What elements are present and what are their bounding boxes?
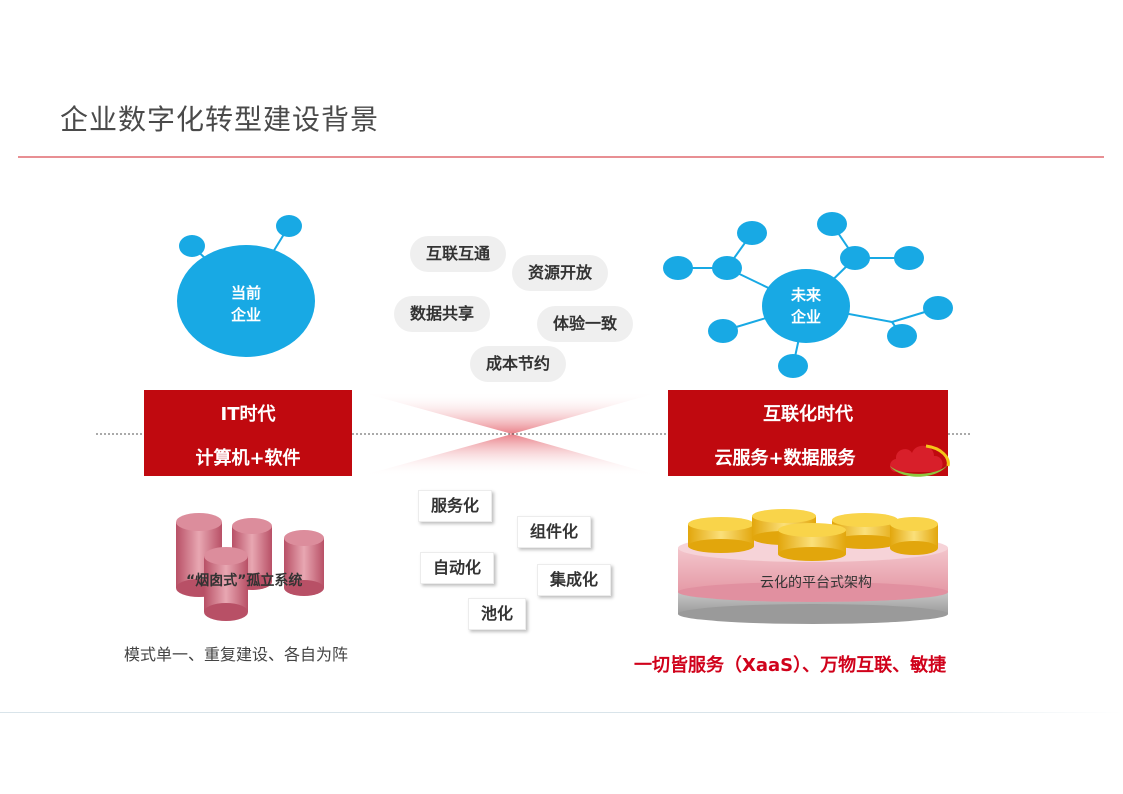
left-databases	[176, 513, 324, 621]
right-hub-line2: 企业	[790, 308, 821, 326]
right-hub-label: 未来 企业	[770, 284, 842, 328]
left-hub-line2: 企业	[230, 306, 261, 324]
right-era-subtitle: 云服务+数据服务	[714, 448, 856, 469]
title-divider	[18, 156, 1104, 158]
page-title: 企业数字化转型建设背景	[60, 103, 380, 136]
chimney-systems-label: “烟囱式”孤立系统	[186, 573, 303, 589]
hourglass-bottom	[360, 434, 660, 476]
right-era-title: 互联化时代	[763, 404, 853, 425]
capability-tag-1: 服务化	[418, 490, 493, 522]
capability-tag-3: 自动化	[420, 552, 495, 584]
footer-divider	[0, 712, 1123, 713]
left-network	[177, 215, 315, 357]
cloud-platform-label: 云化的平台式架构	[760, 575, 872, 591]
benefit-bubble-4: 体验一致	[537, 306, 634, 342]
platform-cylinders	[688, 509, 938, 561]
benefit-bubble-1: 互联互通	[410, 236, 507, 272]
db-cylinder-4	[204, 547, 248, 621]
left-hub-label: 当前 企业	[210, 282, 282, 326]
right-caption: 一切皆服务（XaaS）、万物互联、敏捷	[634, 655, 947, 676]
cloud-icon	[890, 444, 950, 477]
right-nodes	[663, 212, 953, 378]
left-hub-line1: 当前	[230, 284, 261, 302]
benefit-bubble-5: 成本节约	[470, 346, 567, 382]
right-hub-circle	[762, 269, 850, 343]
capability-tag-2: 组件化	[517, 516, 592, 548]
benefit-bubble-2: 资源开放	[512, 255, 609, 291]
right-era-box: 互联化时代 云服务+数据服务	[668, 390, 948, 476]
left-hub-circle	[177, 245, 315, 357]
left-era-subtitle: 计算机+软件	[195, 448, 301, 469]
left-caption: 模式单一、重复建设、各自为阵	[124, 645, 349, 664]
left-era-title: IT时代	[220, 404, 276, 425]
capability-tag-4: 集成化	[537, 564, 612, 596]
left-node-2	[276, 215, 302, 237]
db-cylinder-3	[284, 530, 324, 596]
capability-tag-5: 池化	[468, 598, 527, 630]
right-hub-line1: 未来	[790, 286, 821, 304]
left-node-1	[179, 235, 205, 257]
hourglass-top	[360, 392, 660, 434]
left-era-box: IT时代 计算机+软件	[144, 390, 352, 476]
benefit-bubble-3: 数据共享	[394, 296, 491, 332]
